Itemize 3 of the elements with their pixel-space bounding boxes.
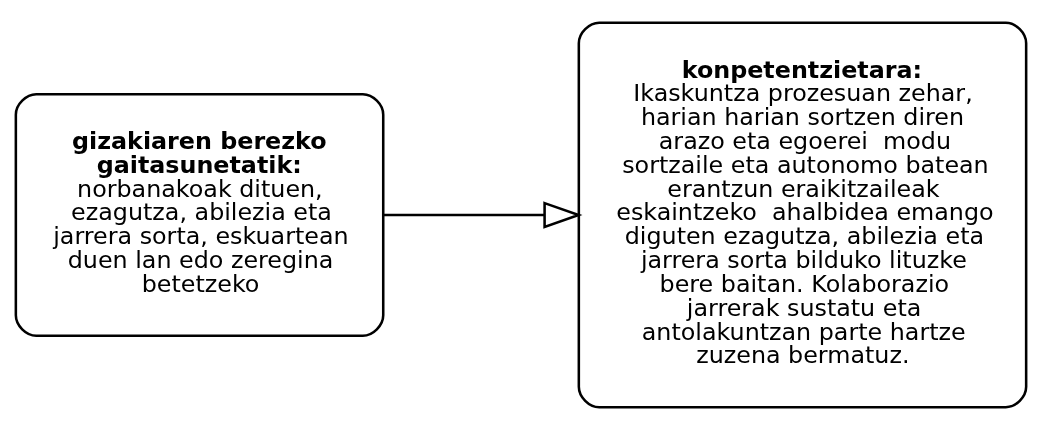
node-box: gizakiaren berezko gaitasunetatik: norbanakoak dituen, ezagutza, abilezia eta jarrera sorta, eskuartean duen lan edo zeregina betetzeko <box>14 92 385 337</box>
node-box: konpetentzietara: Ikaskuntza prozesuan zehar, harian harian sortzen diren arazo eta egoerei modu sortzaile eta autonomo batean erantzun eraikitzaileak eskaintzeko ahalbidea emango diguten ezagutza, abilezia eta jarrera sorta bilduko lituzke bere baitan. Kolaborazio jarrerak sustatu eta antolakuntzan parte hartze zuzena bermatuz. <box>577 21 1028 408</box>
arrow <box>383 200 583 229</box>
